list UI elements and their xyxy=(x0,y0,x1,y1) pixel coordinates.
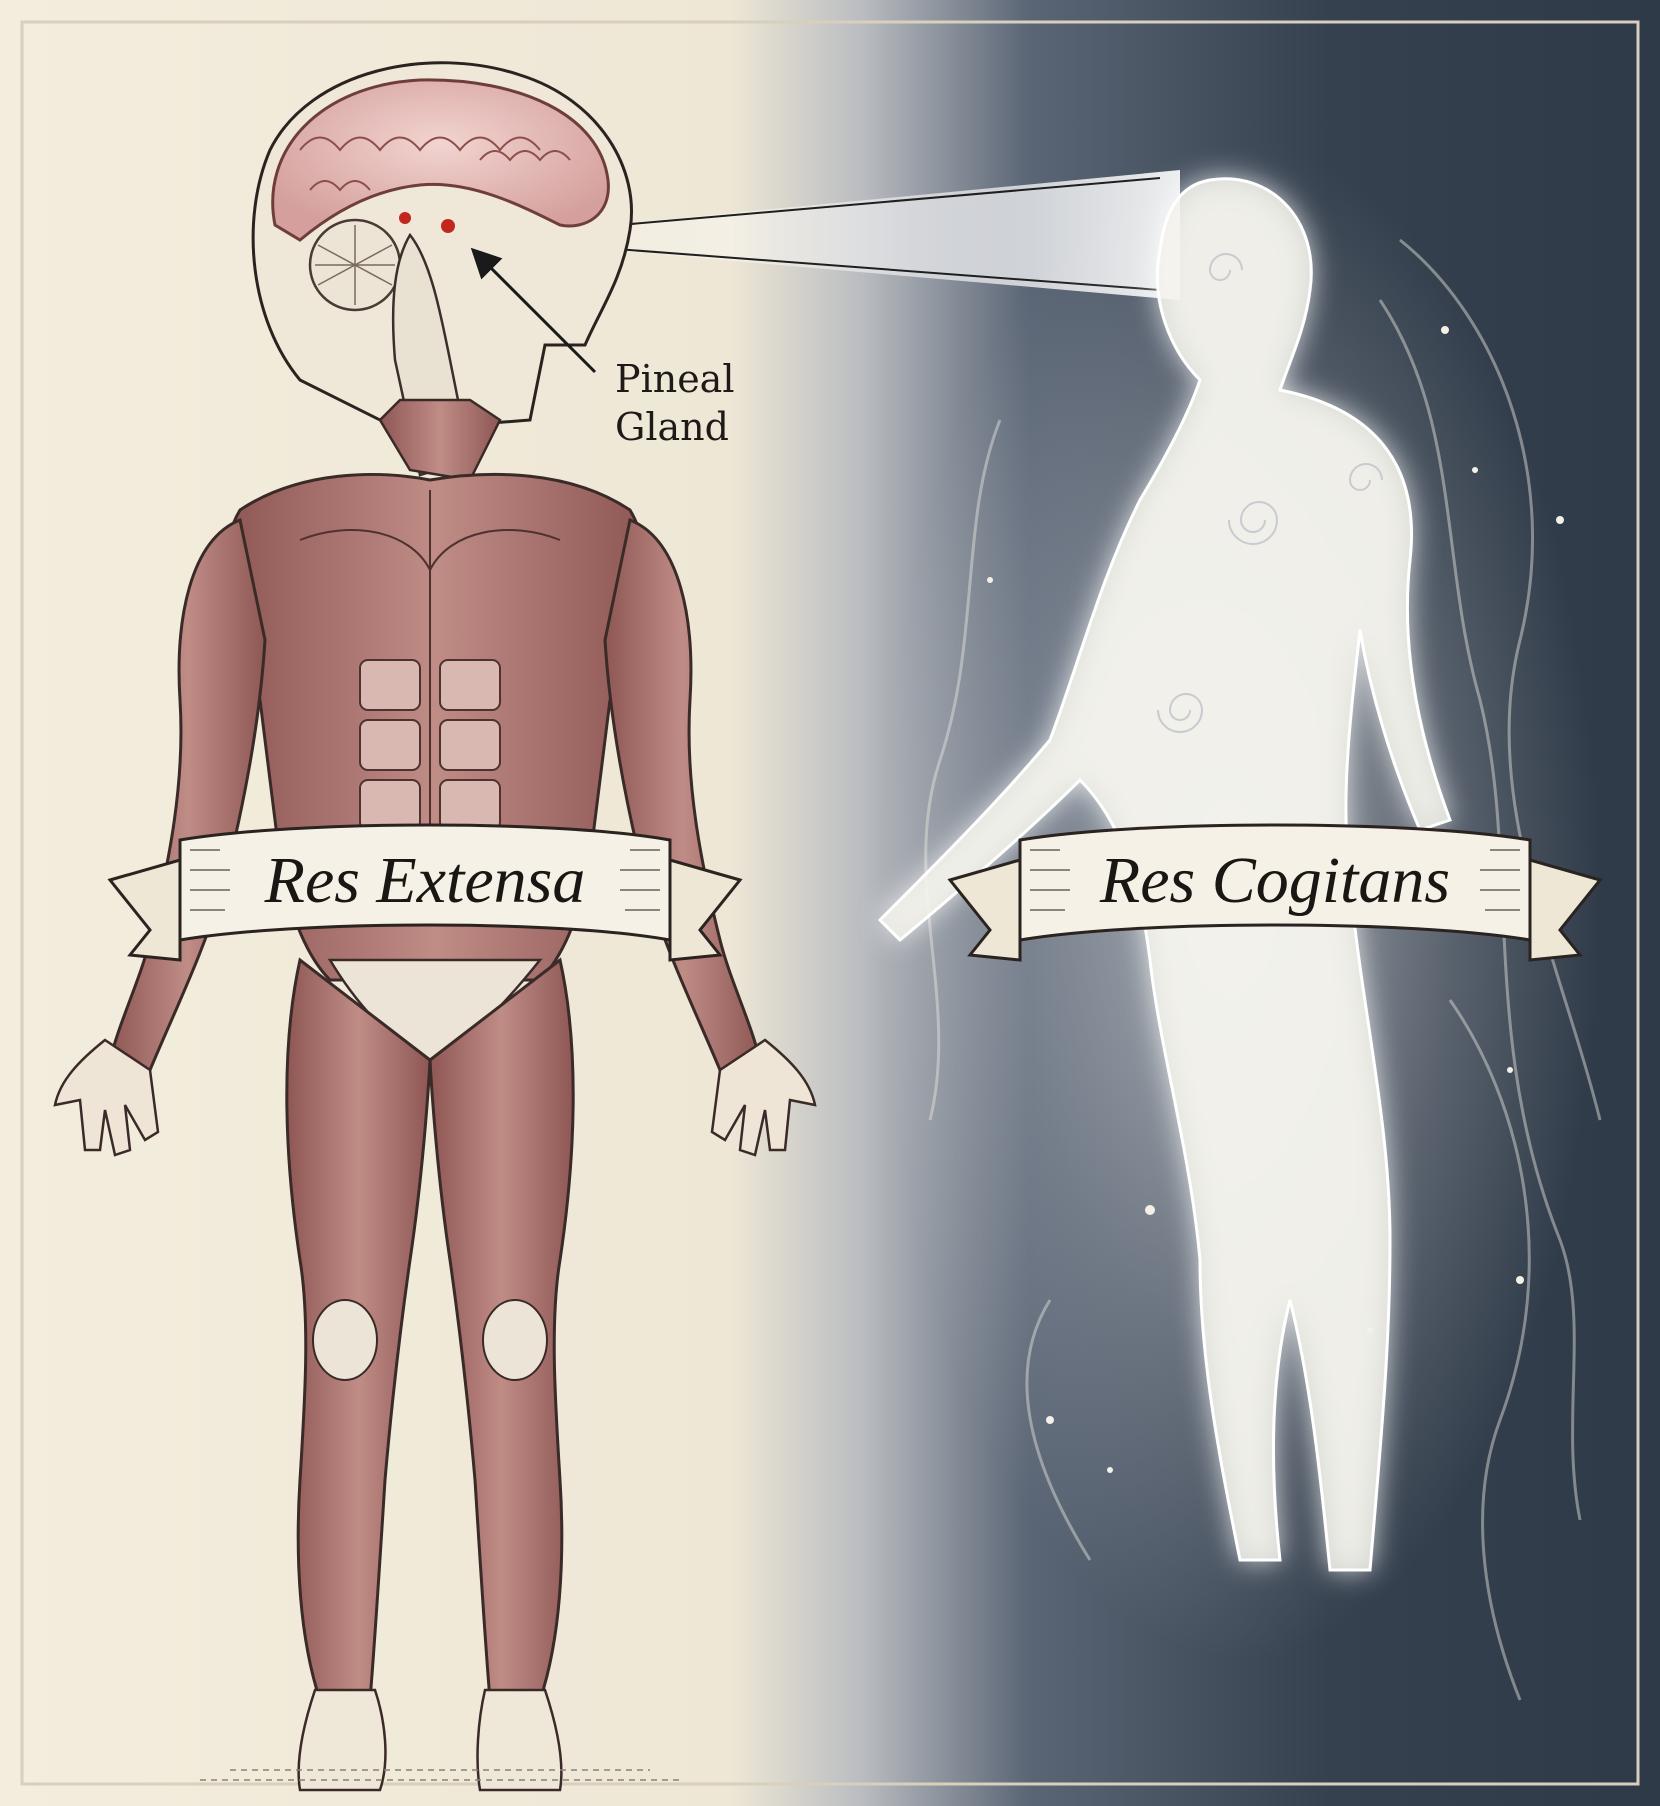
pineal-gland-dot xyxy=(441,219,455,233)
annotation-line2: Gland xyxy=(615,405,729,449)
annotation-line1: Pineal xyxy=(615,357,735,401)
banner-left-text: Res Extensa xyxy=(264,844,586,917)
left-foot xyxy=(299,1690,386,1790)
right-foot xyxy=(478,1690,562,1790)
banner-right-text: Res Cogitans xyxy=(1099,844,1450,917)
pineal-gland-dot-2 xyxy=(399,212,411,224)
